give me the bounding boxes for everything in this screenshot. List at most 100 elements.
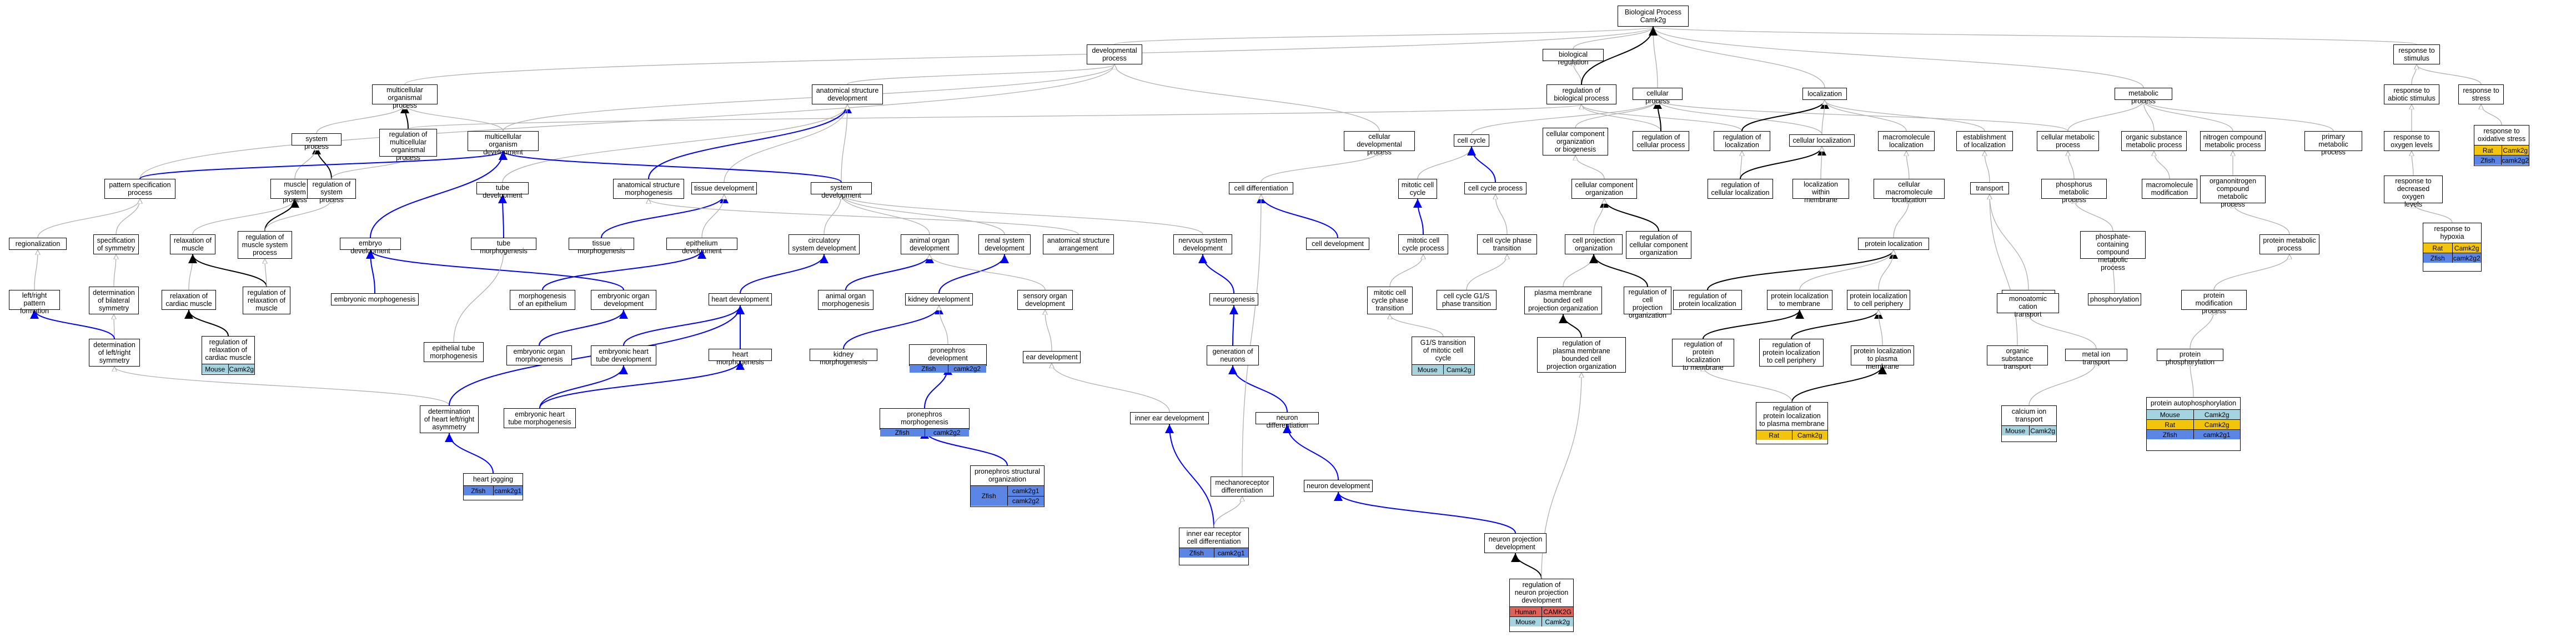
go-term-node[interactable]: epithelium development	[666, 238, 737, 255]
go-term-node[interactable]: regulation of biological process	[1546, 84, 1616, 104]
go-term-node[interactable]: response to decreased oxygen levels	[2384, 175, 2443, 208]
go-term-node[interactable]: regulation of protein localization to me…	[1672, 339, 1734, 372]
go-term-node[interactable]: sensory organ development	[1017, 290, 1073, 310]
go-term-node[interactable]: cell differentiation	[1229, 182, 1293, 194]
go-term-node[interactable]: regulation of cellular component organiz…	[1626, 231, 1691, 259]
go-term-node[interactable]: regulation of protein localization	[1673, 290, 1742, 310]
go-term-node[interactable]: regulation of muscle system process	[238, 231, 292, 259]
go-term-node[interactable]: regulation of cell projection organizati…	[1624, 287, 1671, 319]
go-term-node[interactable]: morphogenesis of an epithelium	[510, 290, 575, 310]
go-term-node[interactable]: organonitrogen compound metabolic proces…	[2200, 175, 2266, 208]
go-term-node[interactable]: protein localization to plasma membrane	[1851, 345, 1914, 370]
go-term-node[interactable]: localization within membrane	[1792, 179, 1849, 204]
go-term-node[interactable]: renal system development	[978, 234, 1031, 254]
go-term-node[interactable]: regulation of cellular process	[1633, 131, 1689, 151]
go-term-node[interactable]: embryo development	[340, 238, 401, 255]
go-term-node[interactable]: protein localization to cell periphery	[1847, 290, 1910, 310]
go-term-node[interactable]: nitrogen compound metabolic process	[2200, 131, 2266, 151]
go-term-node[interactable]: neurogenesis	[1209, 293, 1258, 305]
go-term-node[interactable]: macromolecule localization	[1878, 131, 1935, 151]
go-term-node[interactable]: embryonic organ development	[591, 290, 656, 310]
go-term-node[interactable]: embryonic heart tube morphogenesis	[504, 408, 576, 428]
go-term-node[interactable]: response to stress	[2458, 84, 2504, 104]
go-term-node[interactable]: phosphorus metabolic process	[2041, 179, 2107, 204]
go-term-node[interactable]: heart development	[709, 293, 772, 305]
go-term-node[interactable]: cellular macromolecule localization	[1874, 179, 1945, 204]
go-term-node[interactable]: regulation of system process	[307, 179, 356, 204]
go-term-node[interactable]: neuron differentiation	[1256, 412, 1319, 429]
go-term-node[interactable]: system process	[292, 133, 342, 151]
go-term-node[interactable]: localization	[1802, 88, 1847, 100]
go-term-node[interactable]: Biological Process Camk2g	[1618, 6, 1689, 27]
go-term-node[interactable]: phosphorylation	[2088, 293, 2141, 305]
go-term-node[interactable]: tube development	[476, 182, 529, 199]
go-term-node[interactable]: regulation of relaxation of cardiac musc…	[202, 336, 255, 375]
go-term-node[interactable]: anatomical structure morphogenesis	[613, 179, 684, 199]
go-term-node[interactable]: determination of bilateral symmetry	[89, 287, 139, 314]
go-term-node[interactable]: cellular developmental process	[1344, 131, 1415, 156]
go-term-node[interactable]: mechanoreceptor differentiation	[1211, 477, 1274, 496]
go-term-node[interactable]: mitotic cell cycle process	[1398, 234, 1448, 254]
go-term-node[interactable]: cell projection organization	[1565, 234, 1623, 254]
go-term-node[interactable]: cell cycle process	[1464, 182, 1526, 194]
go-term-node[interactable]: regulation of relaxation of muscle	[243, 287, 290, 314]
go-term-node[interactable]: cellular component organization	[1571, 179, 1637, 199]
go-term-node[interactable]: specification of symmetry	[93, 234, 139, 254]
go-term-node[interactable]: metal ion transport	[2065, 349, 2127, 366]
go-term-node[interactable]: protein localization	[1858, 238, 1929, 250]
go-term-node[interactable]: anatomical structure arrangement	[1043, 234, 1114, 254]
go-term-node[interactable]: determination of left/right symmetry	[89, 339, 140, 367]
go-term-node[interactable]: tissue morphogenesis	[569, 238, 634, 255]
go-term-node[interactable]: nervous system development	[1173, 234, 1232, 254]
go-term-node[interactable]: multicellular organism development	[468, 131, 539, 156]
go-term-node[interactable]: determination of heart left/right asymme…	[420, 405, 479, 433]
go-term-node[interactable]: ear development	[1023, 351, 1081, 363]
go-term-node[interactable]: relaxation of muscle	[170, 234, 215, 254]
go-term-node[interactable]: protein phosphorylation	[2157, 349, 2223, 366]
go-term-node[interactable]: primary metabolic process	[2304, 131, 2362, 156]
go-term-node[interactable]: circulatory system development	[789, 234, 860, 254]
go-term-node[interactable]: regulation of plasma membrane bounded ce…	[1537, 337, 1626, 373]
go-term-node[interactable]: heart morphogenesis	[709, 349, 772, 366]
go-term-node[interactable]: metabolic process	[2115, 88, 2172, 105]
go-term-node[interactable]: embryonic organ morphogenesis	[506, 345, 572, 365]
go-term-node[interactable]: organic substance transport	[1987, 345, 2048, 370]
go-term-node[interactable]: mitotic cell cycle	[1398, 179, 1437, 199]
go-term-node[interactable]: organic substance metabolic process	[2121, 131, 2187, 151]
go-term-node[interactable]: epithelial tube morphogenesis	[424, 342, 484, 362]
go-term-node[interactable]: regionalization	[9, 238, 67, 250]
go-term-node[interactable]: system development	[811, 182, 872, 199]
go-term-node[interactable]: phosphate-containing compound metabolic …	[2080, 231, 2146, 272]
go-term-node[interactable]: cell cycle G1/S phase transition	[1437, 290, 1497, 310]
go-term-node[interactable]: cell development	[1306, 238, 1369, 250]
go-term-node[interactable]: regulation of neuron projection developm…	[1509, 579, 1574, 632]
go-term-node[interactable]: regulation of cellular localization	[1708, 179, 1773, 199]
go-term-node[interactable]: mitotic cell cycle phase transition	[1367, 287, 1413, 314]
go-term-node[interactable]: response to stimulus	[2393, 44, 2440, 64]
go-term-node[interactable]: regulation of multicellular organismal p…	[379, 129, 437, 162]
go-term-node[interactable]: cellular metabolic process	[2037, 131, 2099, 151]
go-term-node[interactable]: developmental process	[1087, 44, 1142, 64]
go-term-node[interactable]: cellular localization	[1789, 134, 1855, 147]
go-term-node[interactable]: macromolecule modification	[2142, 179, 2197, 199]
go-term-node[interactable]: neuron development	[1304, 480, 1373, 492]
go-term-node[interactable]: animal organ development	[901, 234, 958, 254]
go-term-node[interactable]: regulation of protein localization to ce…	[1759, 339, 1824, 367]
go-term-node[interactable]: tube morphogenesis	[471, 238, 536, 255]
go-term-node[interactable]: cell cycle	[1454, 134, 1489, 147]
go-term-node[interactable]: response to abiotic stimulus	[2384, 84, 2439, 104]
go-term-node[interactable]: generation of neurons	[1207, 345, 1259, 365]
go-term-node[interactable]: relaxation of cardiac muscle	[162, 290, 216, 310]
go-term-node[interactable]: anatomical structure development	[812, 84, 883, 104]
go-term-node[interactable]: multicellular organismal process	[372, 84, 438, 109]
go-term-node[interactable]: kidney development	[905, 293, 973, 305]
go-term-node[interactable]: neuron projection development	[1484, 533, 1546, 553]
go-term-node[interactable]: plasma membrane bounded cell projection …	[1524, 287, 1602, 314]
